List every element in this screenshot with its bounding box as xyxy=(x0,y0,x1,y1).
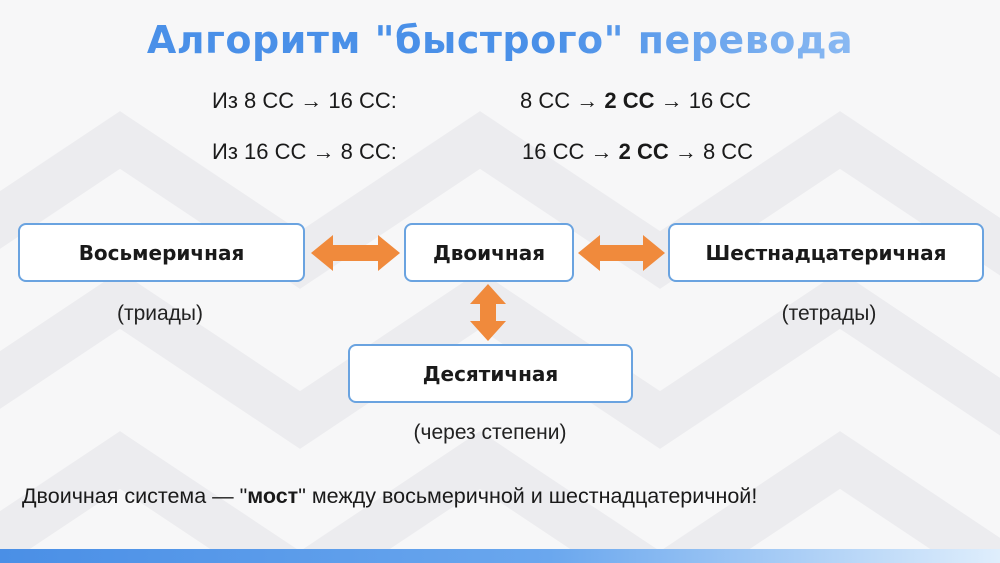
rule-2-path-end: → 8 СС xyxy=(668,139,754,164)
rule-1-path: 8 СС → 2 СС → 16 СС xyxy=(520,88,751,114)
note-hex-tetrads: (тетрады) xyxy=(781,302,877,325)
node-decimal-label: Десятичная xyxy=(422,361,559,386)
note-octal-triads: (триады) xyxy=(116,302,204,325)
rule-2-path-start: 16 СС → xyxy=(522,139,619,164)
rule-2-path: 16 СС → 2 СС → 8 СС xyxy=(522,139,753,165)
rule-2-from: Из 16 СС → 8 СС: xyxy=(212,139,397,164)
rule-1-path-end: → 16 СС xyxy=(654,88,752,113)
slide-title: Алгоритм "быстрого" перевода xyxy=(0,18,1000,62)
footer-statement: Двоичная система — "мост" между восьмери… xyxy=(22,484,757,509)
rule-1-bridge: 2 СС xyxy=(604,88,655,113)
arrow-binary-decimal xyxy=(470,284,506,341)
rule-2-bridge: 2 СС xyxy=(618,139,669,164)
node-octal-label: Восьмеричная xyxy=(78,240,245,265)
bottom-accent-bar xyxy=(0,549,1000,563)
arrow-binary-hex xyxy=(578,235,665,271)
arrow-octal-binary xyxy=(311,235,400,271)
node-decimal: Десятичная xyxy=(348,344,633,403)
rule-1-from: Из 8 СС → 16 СС: xyxy=(212,88,397,113)
footer-bold-bridge: мост xyxy=(247,484,299,508)
node-hex-label: Шестнадцатеричная xyxy=(705,240,947,265)
node-hex: Шестнадцатеричная xyxy=(668,223,984,282)
footer-before: Двоичная система — " xyxy=(22,484,248,508)
node-binary-label: Двоичная xyxy=(432,240,546,265)
node-octal: Восьмеричная xyxy=(18,223,305,282)
note-decimal-powers: (через степени) xyxy=(413,421,567,444)
footer-after: " между восьмеричной и шестнадцатеричной… xyxy=(298,484,758,508)
rule-1-path-start: 8 СС → xyxy=(520,88,605,113)
node-binary: Двоичная xyxy=(404,223,574,282)
